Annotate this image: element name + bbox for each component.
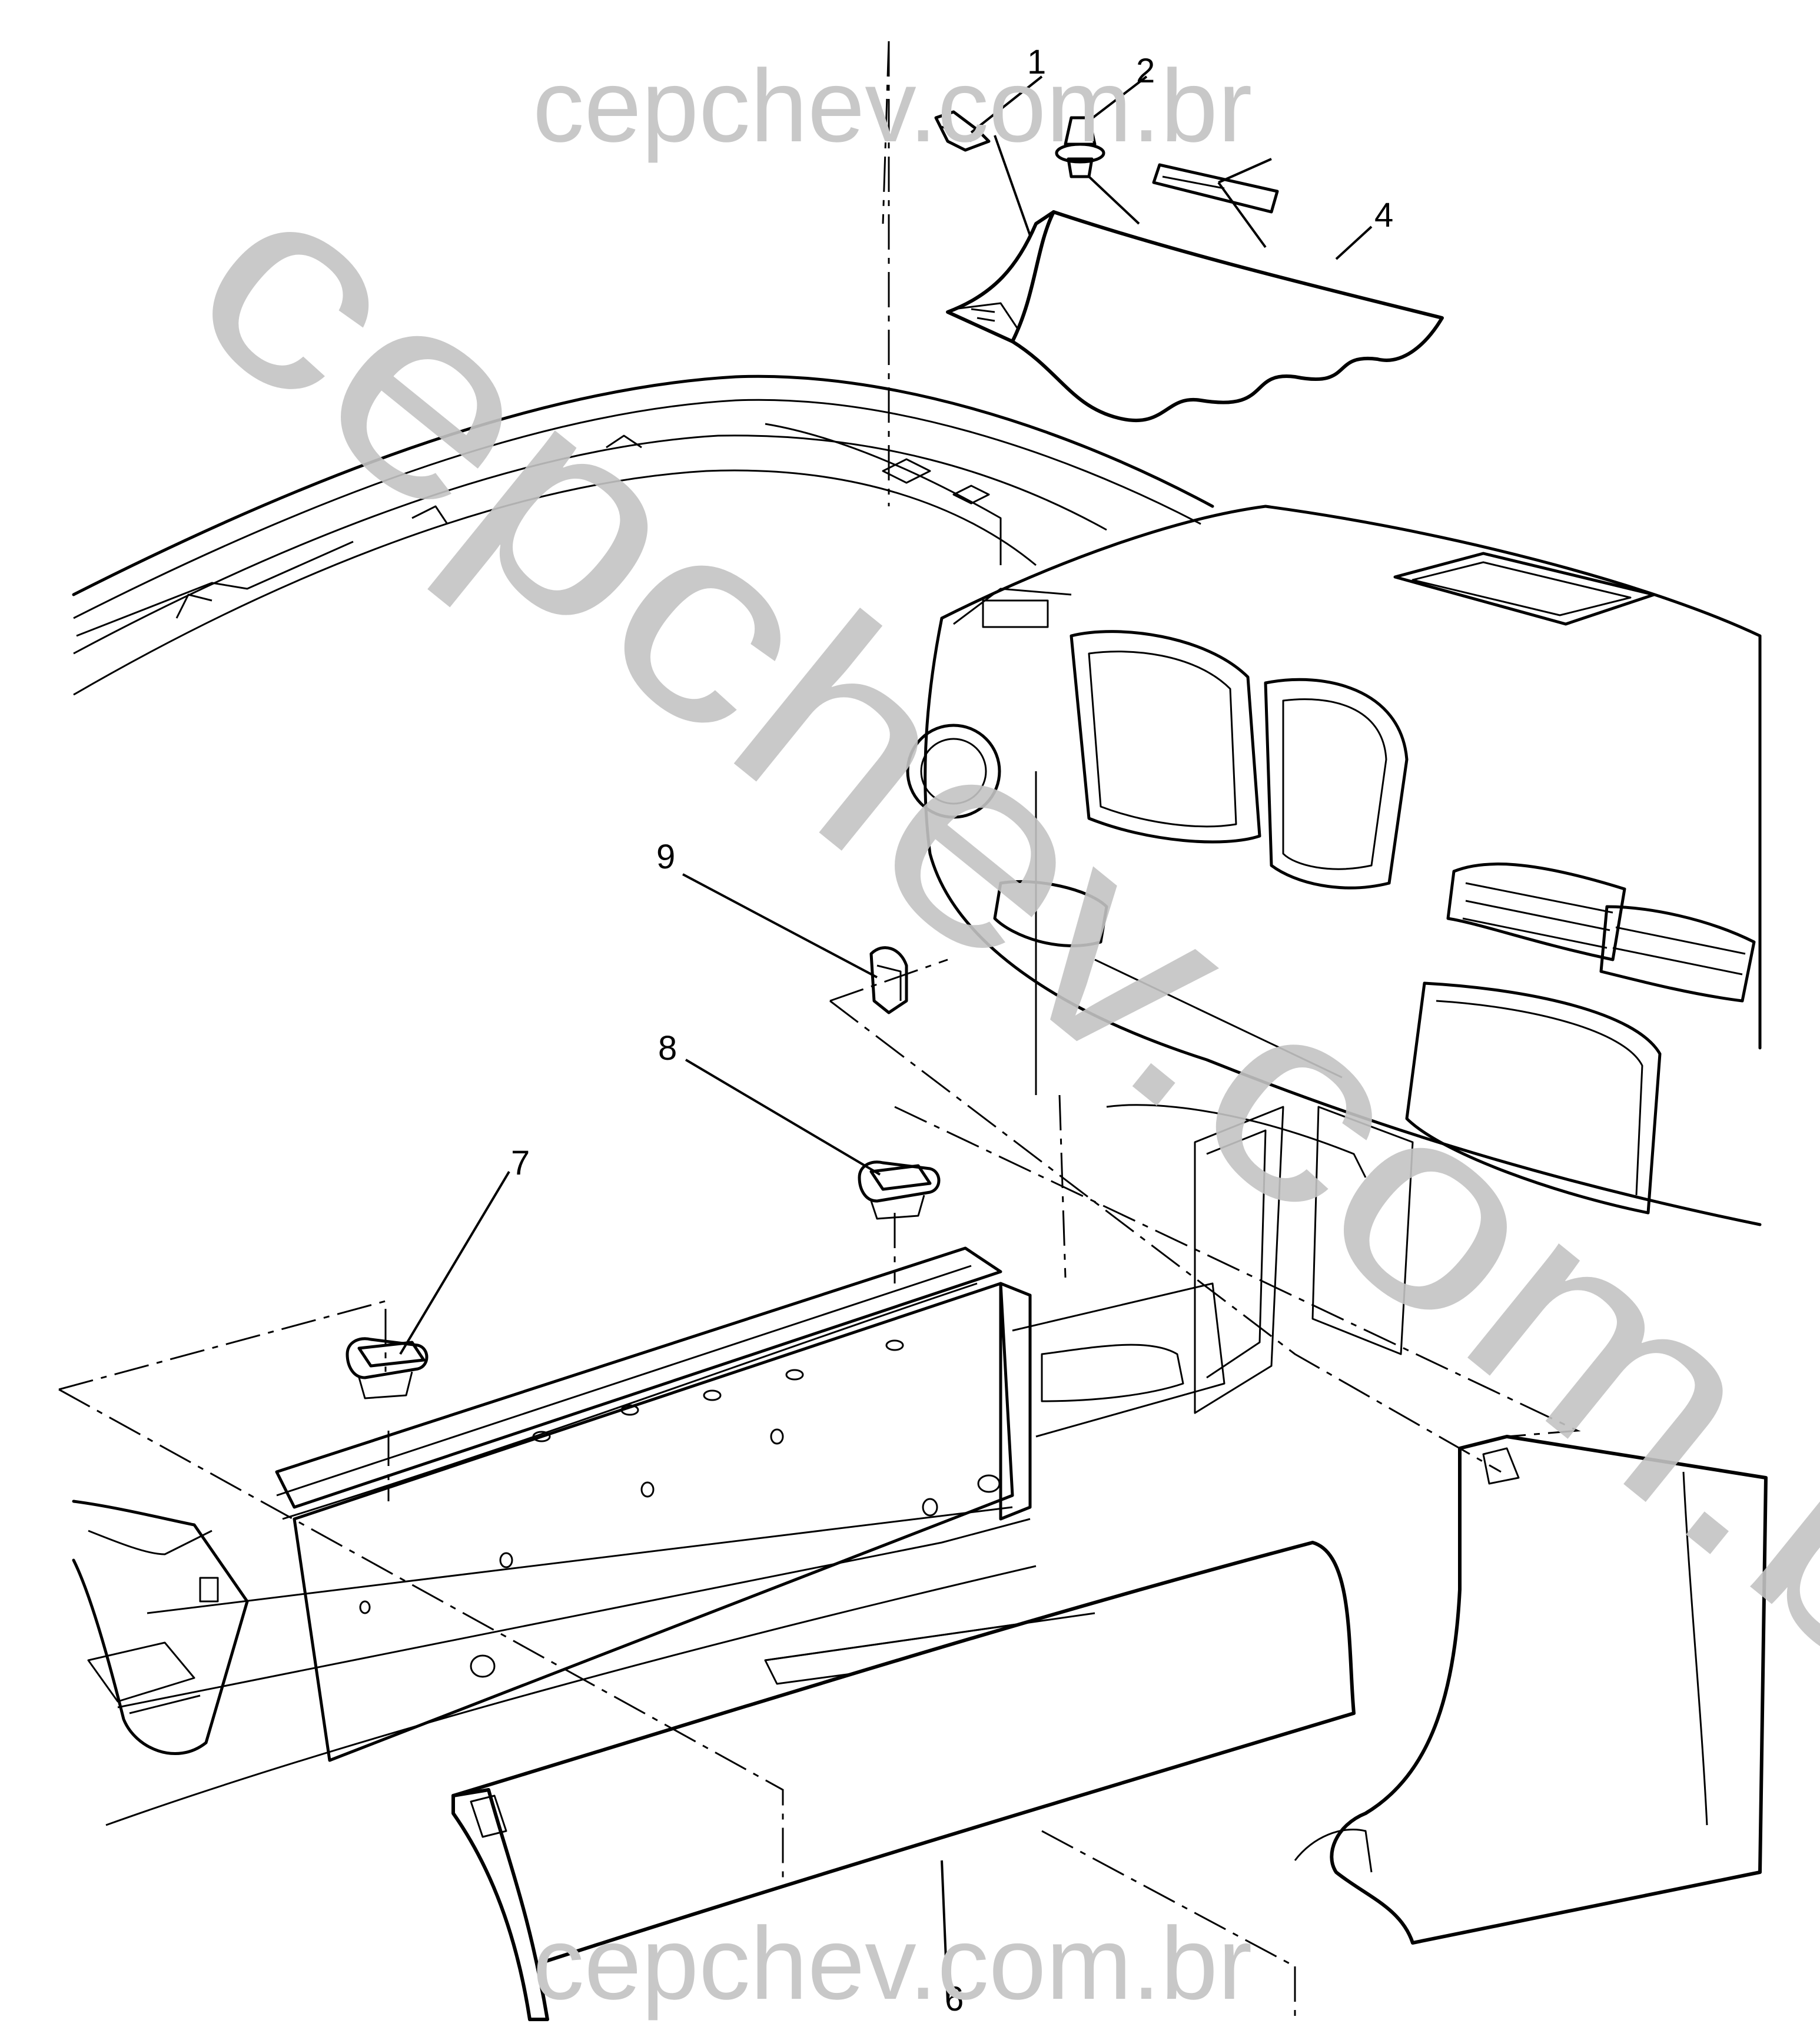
callout-7: 7 (511, 1144, 530, 1182)
trim-seal-strip (1152, 163, 1279, 214)
callout-9: 9 (656, 838, 675, 876)
callout-labels: 1 2 4 6 7 8 9 (511, 43, 1393, 2018)
windshield-pillar-trim (946, 210, 1444, 423)
sill-retainer-rear (346, 1337, 429, 1399)
sill-retainer-front (858, 1160, 941, 1220)
watermark-bottom: cepchev.com.br (533, 1906, 1252, 2021)
phantom-lines (58, 41, 1581, 2019)
watermark-top: cepchev.com.br (533, 49, 1252, 164)
retainer-clip (934, 110, 991, 152)
callout-8: 8 (658, 1029, 677, 1067)
mounting-bracket (869, 946, 908, 1014)
seat-side (72, 1500, 249, 1755)
windshield-header-frame (72, 374, 1214, 696)
callout-4: 4 (1374, 196, 1393, 234)
instrument-panel (906, 505, 1762, 1226)
hinge-pillar-trim-panel (1294, 1435, 1768, 1945)
callout-6: 6 (945, 1980, 964, 2018)
callout-1: 1 (1027, 43, 1046, 81)
rocker-sill-floor (105, 1106, 1414, 1826)
callout-2: 2 (1136, 52, 1155, 90)
door-sill-plate (451, 1541, 1356, 2021)
leader-lines (399, 75, 1373, 2002)
